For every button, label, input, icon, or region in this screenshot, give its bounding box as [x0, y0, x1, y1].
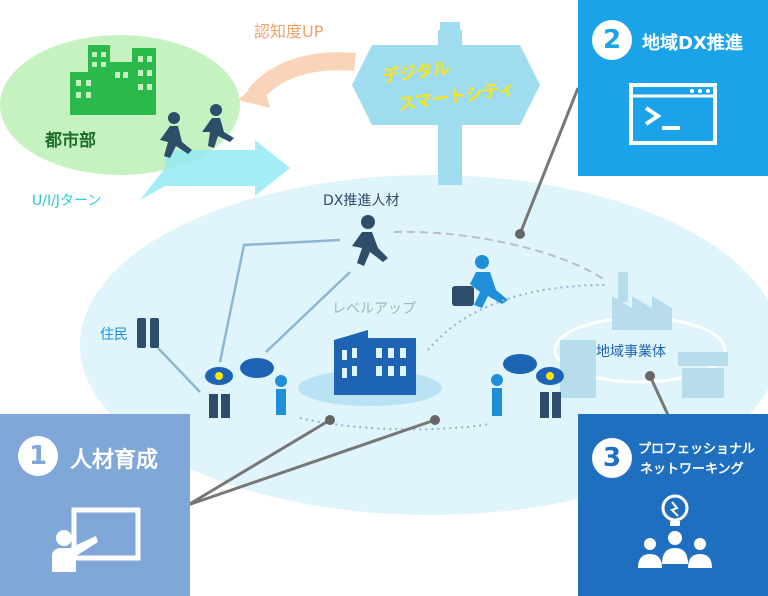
box-number-1: 1 [18, 436, 58, 476]
uij-turn-arrow [140, 140, 290, 200]
professional-networking-box: 3 プロフェッショナル ネットワーキング [578, 414, 768, 596]
residents-label: 住民 [100, 327, 128, 343]
box-number-2: 2 [592, 20, 632, 60]
running-people [160, 104, 234, 158]
idea-pair-left [205, 367, 233, 418]
idea-pair-right [536, 367, 564, 418]
dx-talent-label: DX推進人材 [323, 193, 400, 209]
local-business-label: 地域事業体 [596, 344, 666, 360]
teacher-board-icon [52, 507, 141, 572]
residents-left-icon [137, 318, 159, 348]
flow-arrows [157, 238, 351, 393]
signpost [352, 22, 540, 185]
regional-dx-title: 地域DX推進 [642, 33, 743, 54]
professional-networking-title-line2: ネットワーキング [640, 462, 744, 477]
awareness-label: 認知度UP [254, 22, 324, 41]
factory [612, 272, 672, 330]
regional-dx-box: 2 地域DX推進 [578, 0, 768, 176]
shop-icon [678, 352, 728, 398]
uij-turn-label: U/I/Jターン [32, 193, 102, 209]
level-up-label: レベルアップ [332, 301, 416, 317]
talent-development-title: 人材育成 [70, 448, 159, 473]
professional-networking-title-line1: プロフェッショナル [638, 442, 756, 457]
urban-label: 都市部 [45, 131, 96, 151]
speaker-right [491, 354, 537, 416]
team-idea-icon [638, 494, 712, 568]
speaker-left [240, 358, 287, 415]
box-number-3: 3 [592, 438, 632, 478]
dx-talent-person [352, 215, 388, 266]
awareness-arrow [247, 52, 356, 101]
talent-development-box: 1 人材育成 [0, 414, 190, 596]
office-tower [560, 340, 596, 398]
traveler-person [452, 255, 508, 308]
hub-building [334, 330, 416, 395]
terminal-icon [629, 83, 717, 145]
connector-lines [187, 87, 670, 507]
